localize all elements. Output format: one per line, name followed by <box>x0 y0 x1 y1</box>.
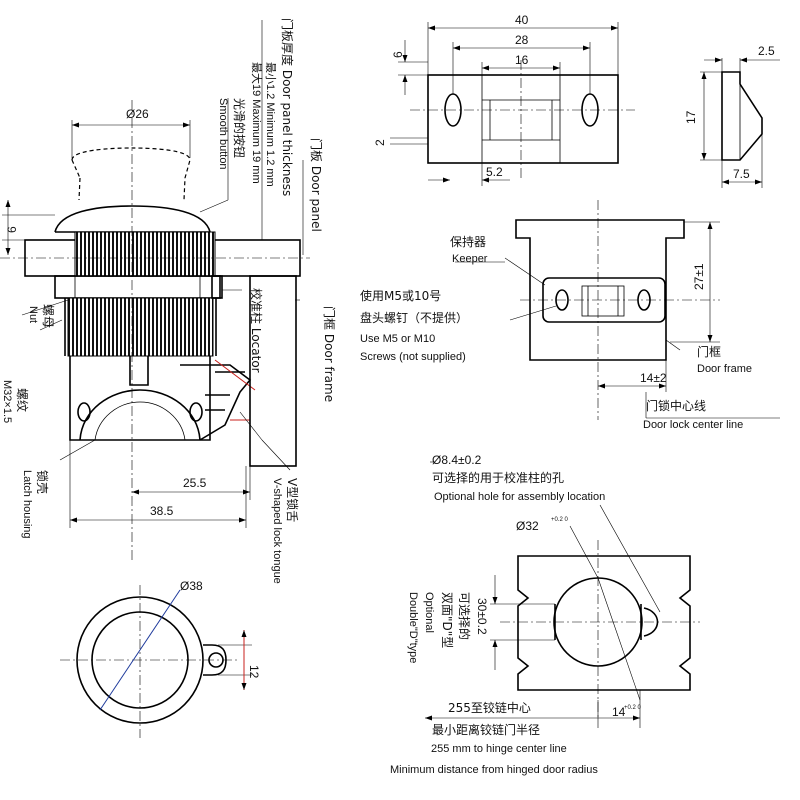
dim-32: Ø32 <box>516 519 539 533</box>
label-hinge-cn2: 最小距离铰链门半径 <box>432 722 540 737</box>
dim-6-top: 6 <box>391 51 405 58</box>
dim-26: Ø26 <box>126 107 149 121</box>
label-opt-d-cn: 可选择的 <box>457 592 472 640</box>
dim-17: 17 <box>684 110 698 124</box>
label-locator: 校准柱 Locator <box>249 288 264 373</box>
button-outline <box>71 147 191 201</box>
label-door-panel: 门板 Door panel <box>309 138 324 232</box>
label-panel-max: 最大19 Maximum 19 mm <box>250 62 264 184</box>
dim-14-tol-sup: +0.2 0 <box>624 705 642 711</box>
front-view: Ø38 12 <box>60 579 261 738</box>
label-frame-en: Door frame <box>697 363 752 375</box>
label-panel-thickness: 门板厚度 Door panel thickness <box>280 18 295 196</box>
dim-27: 27±1 <box>692 263 706 290</box>
dim-32-tol: +0.2 0 <box>551 517 569 523</box>
label-center-cn: 门锁中心线 <box>646 398 706 413</box>
label-button-cn: 光滑的按钮 <box>232 98 247 158</box>
locator-pin <box>211 275 223 299</box>
label-nut-en: Nut <box>27 306 39 323</box>
label-m32: M32×1.5 <box>1 380 13 423</box>
latch-housing <box>69 356 211 441</box>
dim-28: 28 <box>515 33 529 47</box>
label-screw-en2: Screws (not supplied) <box>360 351 466 363</box>
label-screw-cn1: 使用M5或10号 <box>360 288 441 303</box>
label-door-frame: 门框 Door frame <box>322 306 337 402</box>
v-lock-tongue <box>180 364 252 441</box>
label-keeper-cn: 保持器 <box>450 234 486 249</box>
nut <box>54 275 221 299</box>
label-latch-cn: 锁壳 <box>35 470 50 494</box>
dim-7-5: 7.5 <box>733 167 750 181</box>
dim-38-5: 38.5 <box>150 504 174 518</box>
dim-14-2: 14±2 <box>640 371 667 385</box>
dim-6-left: 6 <box>5 226 19 233</box>
label-v-tongue-en: V-shaped lock tongue <box>271 478 283 584</box>
label-v-tongue-cn: V型锁舌 <box>285 478 300 522</box>
dim-2-5: 2.5 <box>758 44 775 58</box>
dim-5-2: 5.2 <box>486 165 503 179</box>
dim-2: 2 <box>373 139 387 146</box>
label-hinge-en1: 255 mm to hinge center line <box>431 743 567 755</box>
label-opt-d-en2: Double"D"type <box>407 592 419 663</box>
side-view: Ø26 6 25.5 38.5 门板厚度 Door panel thicknes… <box>0 18 337 584</box>
thread-body-lower <box>67 297 214 357</box>
label-hinge-cn1: 255至铰链中心 <box>448 700 531 715</box>
keeper-installed-view: 27±1 14±2 保持器 Keeper 使用M5或10号 盘头螺钉（不提供） … <box>360 200 780 431</box>
dim-16: 16 <box>515 53 529 67</box>
label-nut-cn: 螺母 <box>41 304 55 328</box>
label-screw-cn2: 盘头螺钉（不提供） <box>360 310 468 325</box>
dim-40: 40 <box>515 13 529 27</box>
keeper-body <box>427 74 619 164</box>
label-opt-hole-cn: 可选择的用于校准柱的孔 <box>432 470 564 485</box>
label-button-en: Smooth button <box>217 98 229 170</box>
dim-38: Ø38 <box>180 579 203 593</box>
thread-body-upper <box>74 231 216 277</box>
dim-30: 30±0.2 <box>475 598 489 635</box>
label-latch-en: Latch housing <box>21 470 33 539</box>
panel-outline <box>517 555 691 691</box>
label-center-en: Door lock center line <box>643 419 743 431</box>
label-opt-d-en: Optional <box>423 592 435 633</box>
dim-8-4: Ø8.4±0.2 <box>432 453 482 467</box>
keeper-top-view: 40 28 16 6 2 5.2 <box>373 13 635 186</box>
frame-outline <box>515 219 685 361</box>
label-panel-min: 最小1.2 Minimum 1.2 mm <box>264 62 277 187</box>
label-opt-hole-en: Optional hole for assembly location <box>434 491 605 503</box>
dim-25-5: 25.5 <box>183 476 207 490</box>
label-keeper-en: Keeper <box>452 253 488 265</box>
label-thread: 螺纹 <box>15 388 29 412</box>
keeper-profile <box>721 71 763 161</box>
keeper-side-view: 2.5 17 7.5 <box>684 44 780 188</box>
label-hinge-en2: Minimum distance from hinged door radius <box>390 764 598 776</box>
dim-12: 12 <box>247 665 261 679</box>
label-frame-cn: 门框 <box>697 344 721 359</box>
label-screw-en1: Use M5 or M10 <box>360 333 435 345</box>
outer-flange <box>76 596 204 724</box>
button-head <box>54 205 211 233</box>
dim-14-tol: 14 <box>612 705 626 719</box>
cutout-view: Ø32 +0.2 0 Ø8.4±0.2 可选择的用于校准柱的孔 Optional… <box>390 453 700 776</box>
label-opt-d-cn2: 双面"D"型 <box>440 592 454 648</box>
